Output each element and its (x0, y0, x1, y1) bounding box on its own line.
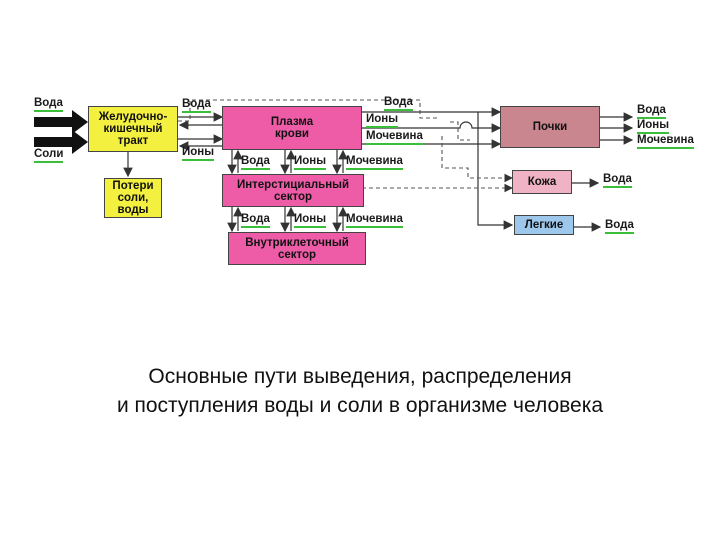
caption-line-1: Основные пути выведения, распределения (148, 365, 572, 388)
plasma-box: Плазма крови (222, 106, 362, 150)
slide-caption: Основные пути выведения, распределения и… (0, 362, 720, 420)
plasma-urea-label: Мочевина (366, 130, 423, 145)
input-water-arrow (34, 110, 88, 134)
intra-ions-label: Ионы (294, 213, 327, 228)
kidneys-box: Почки (500, 106, 600, 148)
plasma-ions-label: Ионы (366, 113, 399, 128)
intra-urea-label: Мочевина (346, 213, 403, 228)
int-urea-label: Мочевина (346, 155, 403, 170)
int-water-label: Вода (241, 155, 270, 170)
input-salt-arrow (34, 130, 88, 154)
dashed-connections (178, 99, 514, 193)
lungs-water-label: Вода (605, 219, 634, 234)
kidneys-water-label: Вода (637, 104, 666, 119)
gut-ions-label: Ионы (182, 146, 215, 161)
plasma-water-label: Вода (384, 96, 413, 111)
kidneys-urea-label: Мочевина (637, 134, 694, 149)
intra-water-label: Вода (241, 213, 270, 228)
gut-water-label: Вода (182, 98, 211, 113)
skin-box: Кожа (512, 170, 572, 194)
int-ions-label: Ионы (294, 155, 327, 170)
intracellular-box: Внутриклеточный сектор (228, 232, 366, 265)
losses-box: Потери соли, воды (104, 178, 162, 218)
lungs-box: Легкие (514, 215, 574, 235)
input-water-label: Вода (34, 97, 63, 112)
input-salt-label: Соли (34, 148, 64, 163)
interstitial-box: Интерстициальный сектор (222, 174, 364, 207)
kidneys-ions-label: Ионы (637, 119, 670, 134)
gut-box: Желудочно- кишечный тракт (88, 106, 178, 152)
skin-water-label: Вода (603, 173, 632, 188)
caption-line-2: и поступления воды и соли в организме че… (116, 394, 604, 417)
